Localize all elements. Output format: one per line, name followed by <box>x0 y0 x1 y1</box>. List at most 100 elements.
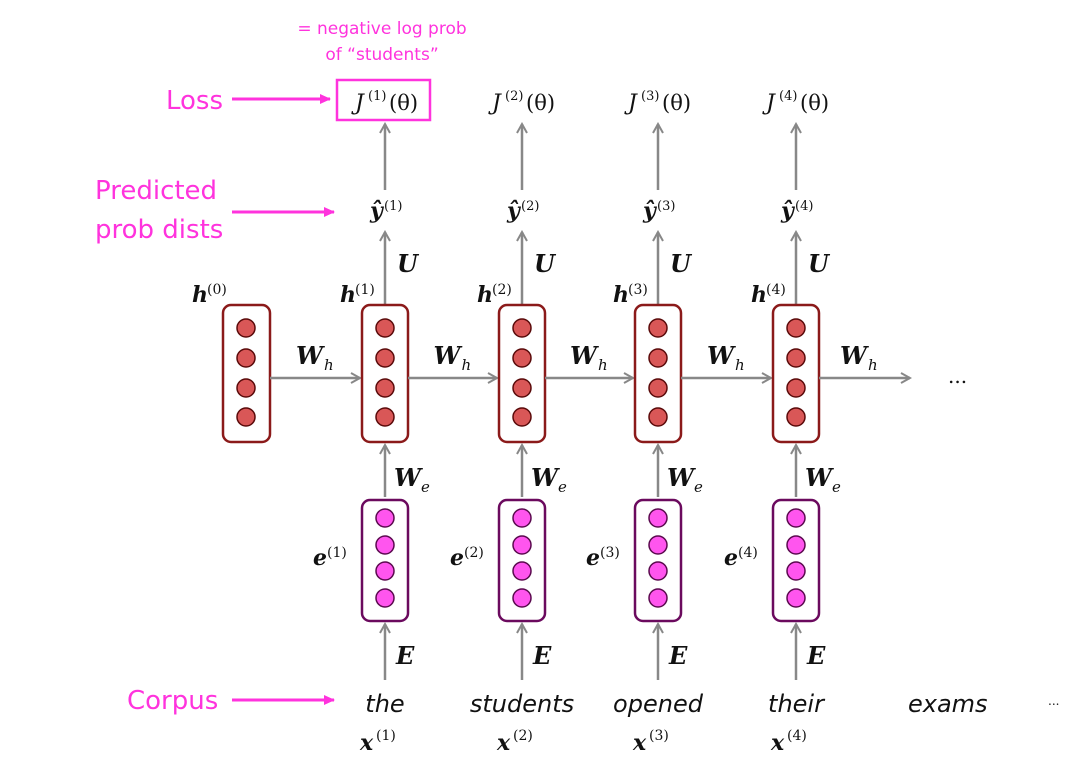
input-x-label: x <box>496 730 511 756</box>
hidden-unit <box>375 378 395 398</box>
embedding-unit <box>512 588 532 608</box>
hidden-unit <box>786 348 806 368</box>
input-x-label: x <box>632 730 647 756</box>
yhat-index: (3) <box>657 199 675 214</box>
weight-U-label: U <box>808 249 831 278</box>
hidden-label: h <box>613 282 629 308</box>
corpus-ellipsis: ... <box>1048 694 1059 708</box>
yhat-symbol: ŷ <box>780 198 796 224</box>
loss-index: (1) <box>368 89 386 104</box>
hidden-unit <box>375 318 395 338</box>
embedding-index: (4) <box>738 545 758 561</box>
loss-theta: (θ) <box>800 91 829 115</box>
yhat-symbol: ŷ <box>369 198 385 224</box>
hidden-unit <box>512 318 532 338</box>
corpus-word-exams: exams <box>908 690 988 718</box>
embedding-unit <box>375 561 395 581</box>
hidden-index: (2) <box>492 282 512 298</box>
sequence-ellipsis: ... <box>948 364 967 388</box>
loss-label: Loss <box>166 86 223 116</box>
weight-Wh-subscript: h <box>598 356 608 374</box>
predicted-label-line2: prob dists <box>95 215 223 245</box>
hidden-state-0: h (0) <box>192 282 272 444</box>
weight-Wh-label: W <box>840 341 869 370</box>
embedding-unit <box>512 508 532 528</box>
hidden-unit <box>375 348 395 368</box>
hidden-index: (4) <box>766 282 786 298</box>
embedding-label: e <box>724 545 738 571</box>
hidden-unit <box>512 378 532 398</box>
weight-We-label: W <box>531 463 560 492</box>
weight-Wh-label: W <box>707 341 736 370</box>
h0-unit <box>236 378 256 398</box>
input-x-index: (3) <box>649 728 669 744</box>
hidden-unit <box>375 407 395 427</box>
hidden-unit <box>648 318 668 338</box>
hidden-unit <box>786 378 806 398</box>
embedding-matrix-E-label: E <box>532 641 552 670</box>
hidden-box <box>771 303 821 444</box>
h0-label: h <box>192 282 208 308</box>
hidden-unit <box>648 378 668 398</box>
input-x-index: (1) <box>376 728 396 744</box>
h0-unit <box>236 318 256 338</box>
hidden-box <box>633 303 683 444</box>
embedding-matrix-E-label: E <box>668 641 688 670</box>
loss-note-line1: = negative log prob <box>297 19 466 39</box>
embedding-box <box>360 498 410 623</box>
hidden-index: (1) <box>355 282 375 298</box>
embedding-label: e <box>313 545 327 571</box>
weight-We-subscript: e <box>558 478 567 496</box>
embedding-unit <box>375 588 395 608</box>
weight-Wh-label: W <box>434 341 463 370</box>
embedding-unit <box>648 508 668 528</box>
weight-We-subscript: e <box>421 478 430 496</box>
yhat-index: (4) <box>795 199 813 214</box>
h0-unit <box>236 407 256 427</box>
embedding-unit <box>375 535 395 555</box>
input-x-label: x <box>359 730 374 756</box>
embedding-box <box>633 498 683 623</box>
loss-symbol: J <box>488 91 502 116</box>
loss-theta: (θ) <box>526 91 555 115</box>
weight-U-label: U <box>670 249 693 278</box>
corpus-word: the <box>365 690 404 718</box>
embedding-unit <box>786 535 806 555</box>
embedding-unit <box>786 508 806 528</box>
weight-We-label: W <box>394 463 423 492</box>
h0-box <box>221 303 272 444</box>
hidden-unit <box>648 348 668 368</box>
loss-symbol: J <box>624 91 638 116</box>
h0-index: (0) <box>207 282 227 298</box>
weight-Wh-subscript: h <box>324 356 334 374</box>
hidden-unit <box>648 407 668 427</box>
hidden-box <box>360 303 410 444</box>
hidden-label: h <box>340 282 356 308</box>
weight-Wh-label: W <box>570 341 599 370</box>
weight-Wh-subscript: h <box>462 356 472 374</box>
embedding-box <box>771 498 821 623</box>
weight-We-subscript: e <box>694 478 703 496</box>
corpus-label: Corpus <box>127 686 218 716</box>
hidden-unit <box>786 407 806 427</box>
embedding-index: (2) <box>464 545 484 561</box>
embedding-unit <box>512 535 532 555</box>
hidden-unit <box>512 407 532 427</box>
h0-unit <box>236 348 256 368</box>
embedding-unit <box>648 561 668 581</box>
embedding-matrix-E-label: E <box>395 641 415 670</box>
hidden-box <box>497 303 547 444</box>
embedding-unit <box>648 588 668 608</box>
yhat-symbol: ŷ <box>506 198 522 224</box>
embedding-label: e <box>450 545 464 571</box>
embedding-matrix-E-label: E <box>806 641 826 670</box>
weight-U-label: U <box>534 249 557 278</box>
corpus-word: their <box>768 690 826 718</box>
embedding-unit <box>375 508 395 528</box>
weight-Wh-subscript: h <box>868 356 878 374</box>
